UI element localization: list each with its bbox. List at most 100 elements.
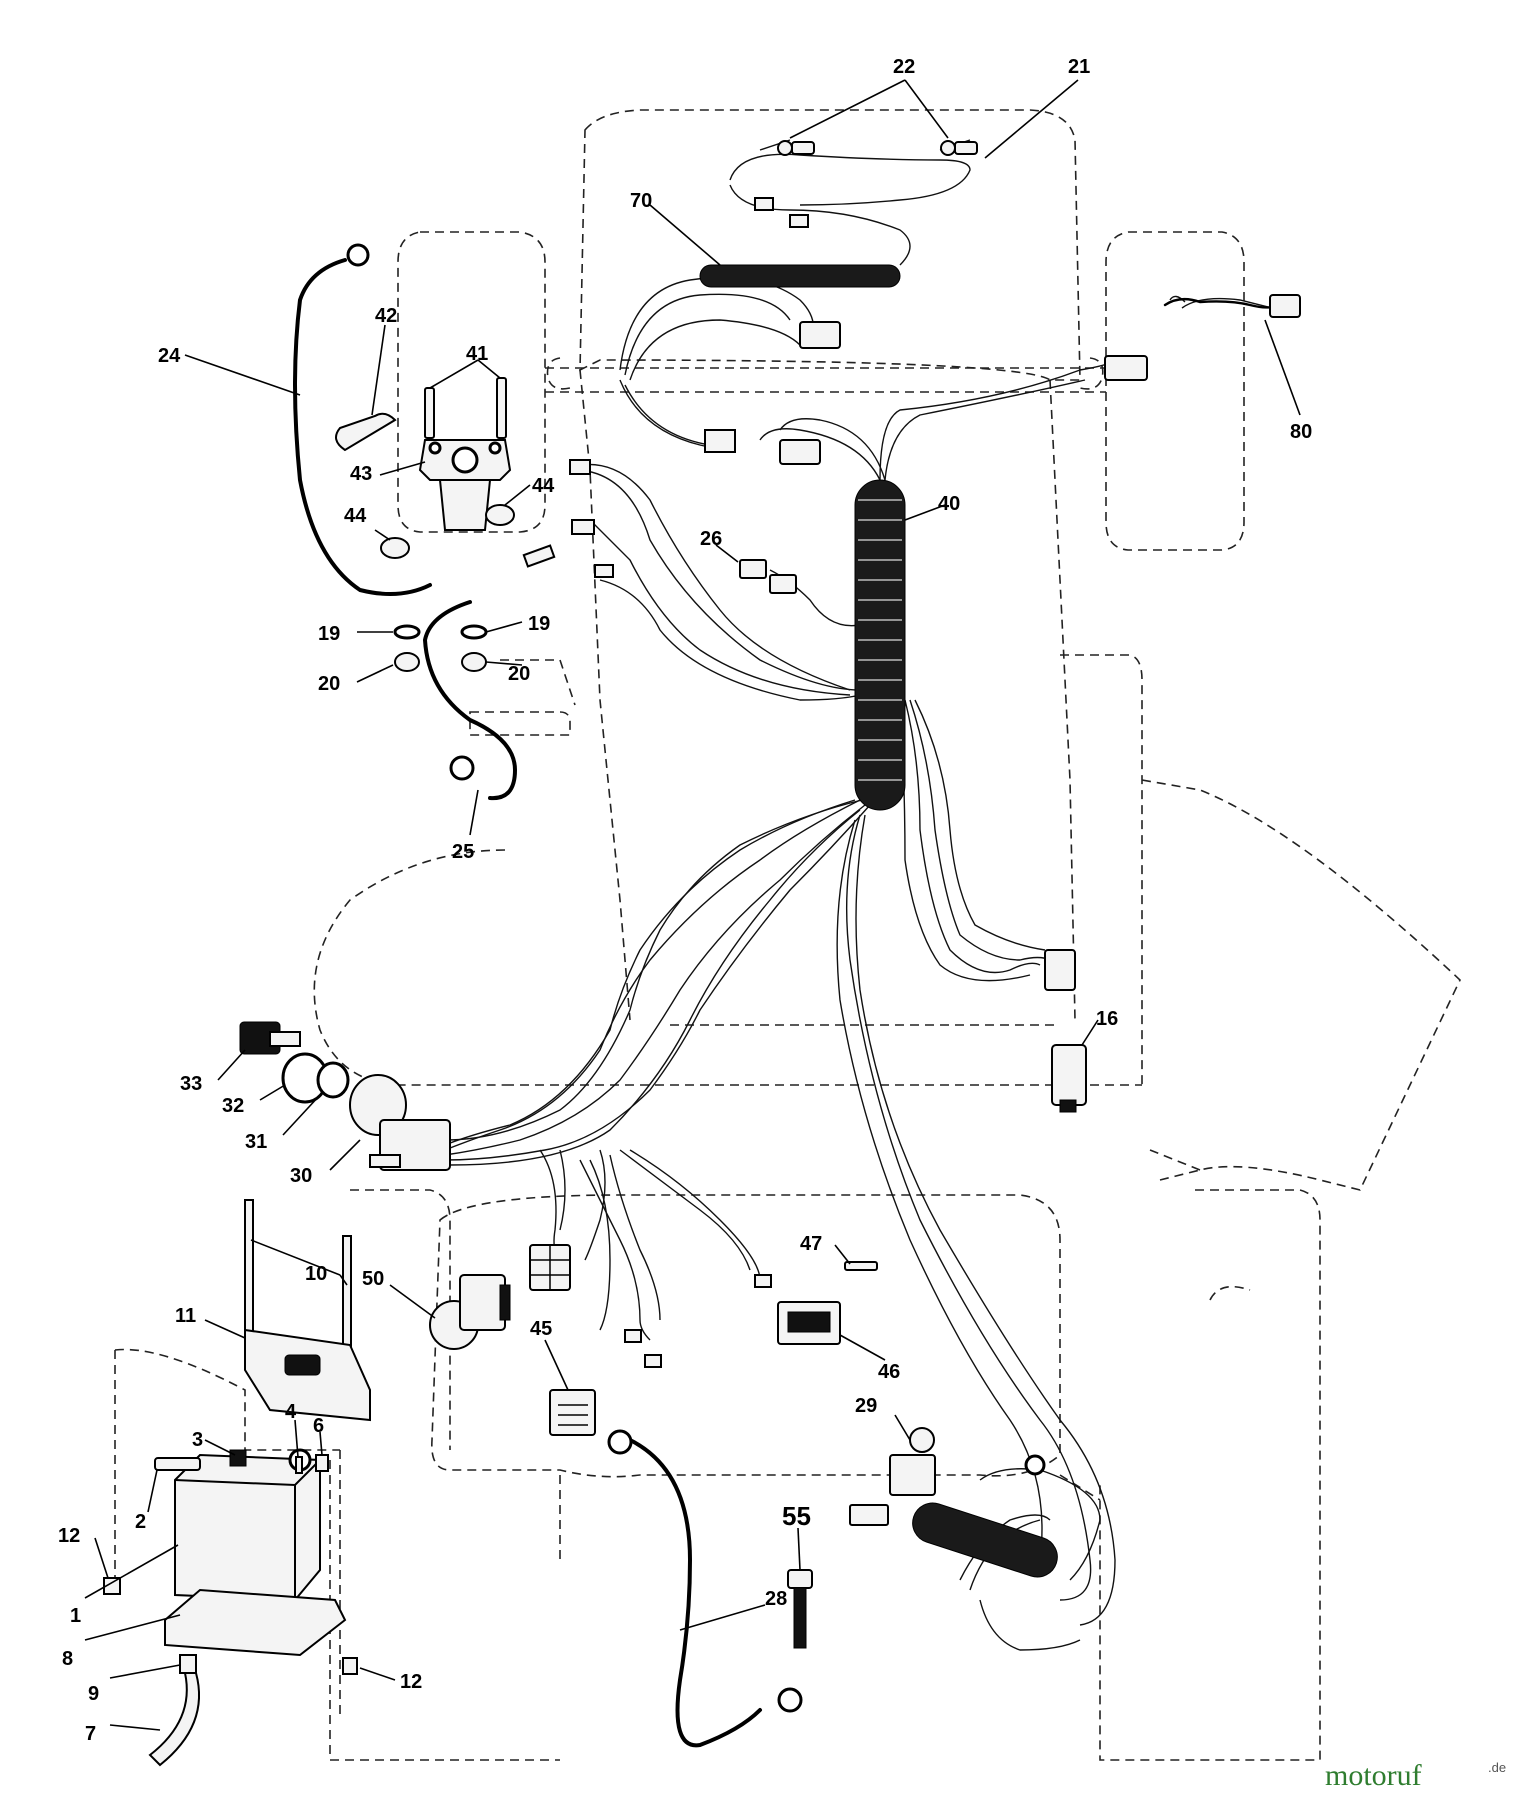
watermark-brand: motoruf	[1325, 1759, 1422, 1792]
nut-20-right	[461, 652, 487, 672]
terminal-boot-42	[335, 412, 397, 452]
harness-connector-mid	[779, 439, 821, 465]
callout-19-right: 19	[528, 613, 550, 635]
callout-55: 55	[782, 1501, 811, 1531]
terminal-a	[569, 459, 591, 475]
callout-1: 1	[70, 1605, 81, 1627]
vent-tube-7	[148, 1672, 200, 1767]
callout-31: 31	[245, 1131, 267, 1153]
nut-44-right	[485, 504, 515, 526]
watermark-suffix: .de	[1488, 1760, 1506, 1775]
switch-50	[429, 1274, 511, 1350]
fitting-9	[179, 1654, 197, 1674]
callout-28: 28	[765, 1588, 787, 1610]
main-harness	[444, 139, 1281, 1651]
nut-12-left	[103, 1577, 121, 1595]
headlight-bulb-left	[777, 140, 815, 156]
ground-cable-24	[293, 258, 432, 596]
callout-80: 80	[1290, 421, 1312, 443]
callout-19-left: 19	[318, 623, 340, 645]
screw-47	[844, 1261, 878, 1271]
ring-terminal-seat	[1024, 1454, 1046, 1476]
rod-10-left	[244, 1199, 254, 1341]
front-right-wheel-outline	[1105, 231, 1245, 551]
coiled-harness	[912, 1502, 1058, 1578]
plug-80	[1269, 294, 1301, 318]
cable-28-ring-top	[607, 1429, 633, 1455]
callout-30: 30	[290, 1165, 312, 1187]
callout-47: 47	[800, 1233, 822, 1255]
cable-24-ring	[346, 243, 370, 267]
bolt-41-right	[496, 377, 507, 439]
headlight-bulb-right	[940, 140, 978, 156]
battery-cable-28	[628, 1438, 762, 1748]
clip-3	[229, 1449, 247, 1467]
engine-outline	[1060, 654, 1461, 1191]
nut-31	[316, 1061, 350, 1099]
callout-labels: 22 21 70 42 24 41 43 44 44 80 40 26 19 1…	[58, 56, 1312, 1745]
callout-9: 9	[88, 1683, 99, 1705]
nut-12-right	[342, 1657, 358, 1675]
callout-50: 50	[362, 1268, 384, 1290]
seat-switch-29	[889, 1427, 936, 1496]
terminal-d	[522, 544, 556, 568]
callout-33: 33	[180, 1073, 202, 1095]
callout-10: 10	[305, 1263, 327, 1285]
harness-connector-left	[704, 429, 736, 453]
rear-axle-outline	[559, 1474, 1101, 1560]
ignition-switch-30	[349, 1074, 451, 1171]
battery-tray-8	[164, 1588, 347, 1657]
harness-sleeve-40	[854, 479, 906, 811]
callout-4: 4	[285, 1401, 297, 1423]
terminal-e	[624, 1329, 642, 1343]
battery-tray-outline	[469, 659, 576, 736]
battery-hold-down-leader	[114, 1348, 341, 1720]
nut-20-left	[394, 652, 420, 672]
connector-26	[739, 559, 797, 594]
rear-body-outline	[431, 1194, 1061, 1478]
headlight-connector-a	[754, 197, 774, 211]
mower-deck-outline	[313, 849, 506, 1086]
harness-connector-upper	[799, 321, 841, 349]
battery-1	[174, 1448, 321, 1602]
harness-sleeve-70	[699, 264, 901, 288]
connector-block	[529, 1244, 571, 1291]
callout-26: 26	[700, 528, 722, 550]
components	[103, 140, 1301, 1767]
seat-switch-connector	[849, 1504, 889, 1526]
seat-pan-outline	[505, 1024, 1142, 1086]
callout-3: 3	[192, 1429, 203, 1451]
watermark: motoruf .de	[1325, 1759, 1506, 1792]
callout-42: 42	[375, 305, 397, 327]
hold-down-11	[244, 1328, 371, 1422]
callout-8: 8	[62, 1648, 73, 1670]
battery-cable-25	[422, 600, 518, 801]
hood-outline	[579, 109, 1081, 381]
nut-44-left	[380, 537, 410, 559]
terminal-g	[754, 1274, 772, 1288]
callout-16: 16	[1096, 1008, 1118, 1030]
callout-43: 43	[350, 463, 372, 485]
ignition-key-33	[239, 1021, 301, 1055]
harness-connector-right	[1104, 355, 1148, 381]
rear-left-wheel-outline	[329, 1189, 560, 1761]
frame-rail-left	[579, 369, 631, 1021]
washer-19-right	[460, 624, 488, 640]
callout-12-left: 12	[58, 1525, 80, 1547]
starter-solenoid-43	[418, 439, 512, 531]
bolt-41-left	[424, 387, 435, 439]
callout-70: 70	[630, 190, 652, 212]
callout-21: 21	[1068, 56, 1090, 78]
fuse-holder-45	[549, 1389, 596, 1436]
callout-25: 25	[452, 841, 474, 863]
callout-6: 6	[313, 1415, 324, 1437]
callout-20-right: 20	[508, 663, 530, 685]
callout-12-right: 12	[400, 1671, 422, 1693]
washer-4	[295, 1456, 303, 1474]
callout-22: 22	[893, 56, 915, 78]
cable-25-ring	[449, 755, 475, 781]
terminal-f	[644, 1354, 662, 1368]
callout-44-left: 44	[344, 505, 367, 527]
callout-11: 11	[175, 1305, 196, 1327]
